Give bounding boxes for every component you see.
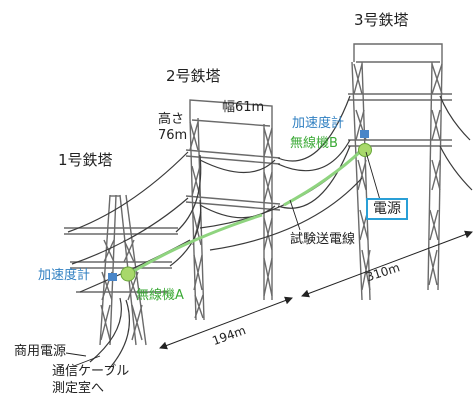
radio-a-label: 無線機A [136,288,184,303]
commercial-power-label: 商用電源 [14,344,67,359]
tower-1-label: 1号鉄塔 [58,151,113,169]
tower-3-label: 3号鉄塔 [354,11,409,29]
leader-lines [65,151,381,367]
height-title: 高さ [158,112,185,127]
height-value: 76m [158,128,188,143]
tower-3 [348,43,452,301]
power-source-label: 電源 [366,198,408,220]
test-line-label: 試験送電線 [290,232,356,247]
tower-1 [64,194,178,346]
radio-link [131,148,364,274]
radio-nodes [120,143,372,282]
width-label: 幅61m [222,100,265,115]
accelerometer-markers [108,130,369,281]
accelerometer-label-3: 加速度計 [292,116,345,131]
radio-b-label: 無線機B [290,136,338,151]
distance-arrows [159,230,473,350]
tower-2-label: 2号鉄塔 [166,67,221,85]
comm-cable-destination-label: 測定室へ [52,381,105,396]
comm-cable-label: 通信ケーブル [52,364,130,379]
accelerometer-label-1: 加速度計 [38,268,91,283]
